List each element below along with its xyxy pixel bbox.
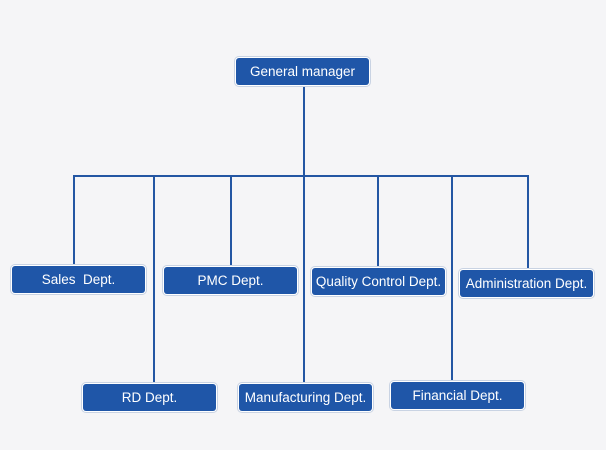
branch-line-sales — [73, 175, 75, 267]
branch-line-rd — [153, 175, 155, 385]
sales-dept-node: Sales Dept. — [12, 266, 145, 293]
manufacturing-dept-node: Manufacturing Dept. — [239, 384, 372, 411]
branch-line-financial — [451, 175, 453, 383]
horizontal-bus-line — [73, 175, 529, 177]
root-trunk-line — [303, 85, 305, 176]
branch-line-pmc — [230, 175, 232, 268]
general-manager-node: General manager — [236, 58, 369, 85]
quality-control-dept-node: Quality Control Dept. — [312, 268, 445, 295]
financial-dept-node: Financial Dept. — [391, 382, 524, 409]
administration-dept-node: Administration Dept. — [460, 270, 593, 297]
branch-line-quality-control — [377, 175, 379, 269]
branch-line-manufacturing — [303, 175, 305, 385]
pmc-dept-node: PMC Dept. — [164, 267, 297, 294]
rd-dept-node: RD Dept. — [83, 384, 216, 411]
branch-line-administration — [527, 175, 529, 271]
